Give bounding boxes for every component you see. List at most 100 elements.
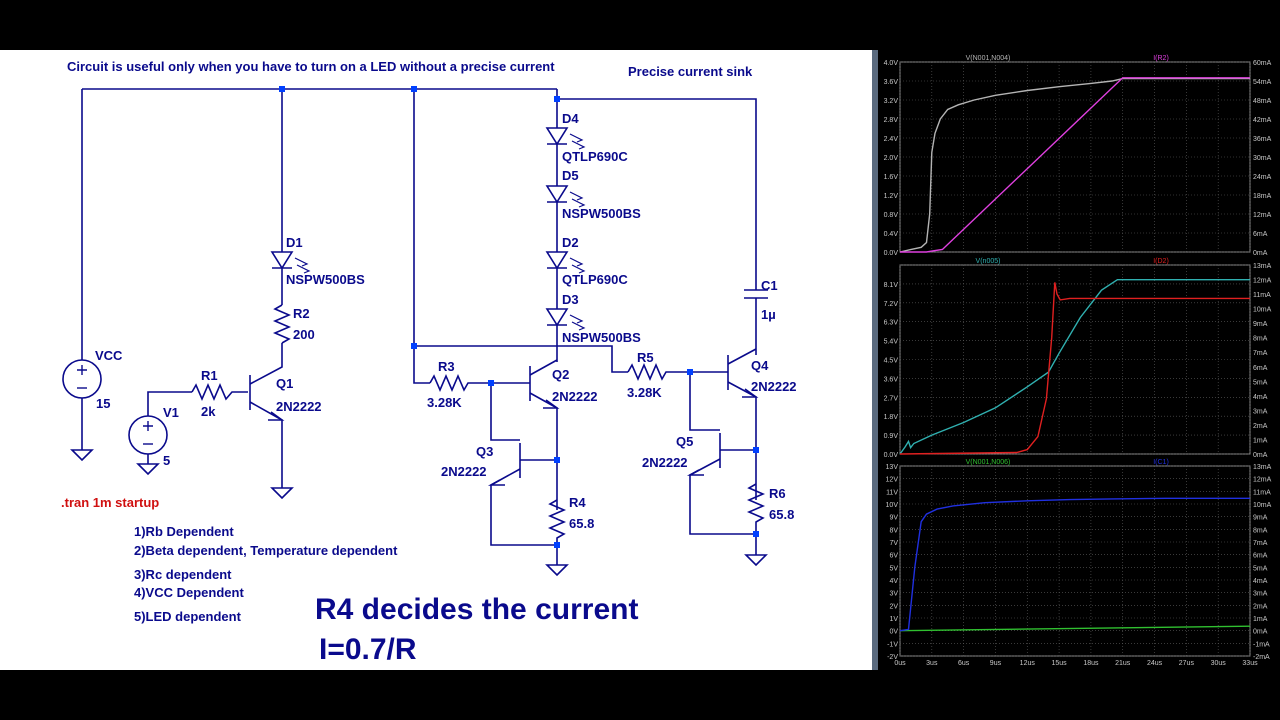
right-tick-label: 5mA <box>1253 565 1268 572</box>
right-tick-label: 9mA <box>1253 321 1268 328</box>
label-q4: Q4 <box>751 358 769 373</box>
left-tick-label: 11V <box>886 489 898 496</box>
left-tick-label: 5.4V <box>884 339 899 346</box>
gnd-q1 <box>270 487 294 500</box>
schematic-title: Circuit is useful only when you have to … <box>67 59 555 74</box>
right-tick-label: 3mA <box>1253 408 1268 415</box>
right-tick-label: -1mA <box>1253 641 1270 648</box>
right-tick-label: 1mA <box>1253 437 1268 444</box>
pane-divider[interactable] <box>872 50 878 670</box>
left-tick-label: 7V <box>889 540 898 547</box>
schematic-subtitle: Precise current sink <box>628 64 753 79</box>
series-line-v-n001-n006- <box>899 625 1251 632</box>
label-q3: Q3 <box>476 444 494 459</box>
value-q4: 2N2222 <box>751 379 797 394</box>
diode-d1 <box>270 251 294 270</box>
left-tick-label: 2.7V <box>884 395 899 402</box>
gnd-r4 <box>545 564 569 577</box>
diode-d4 <box>545 127 569 146</box>
x-tick-label: 3us <box>926 660 938 667</box>
diode-d3 <box>545 308 569 327</box>
value-r2: 200 <box>293 327 315 342</box>
x-tick-label: 27us <box>1179 660 1195 667</box>
resistor-r5 <box>627 362 728 382</box>
note-item-1: 1)Rb Dependent <box>134 524 234 539</box>
junction <box>753 447 759 453</box>
right-tick-label: 4mA <box>1253 578 1268 585</box>
value-q5: 2N2222 <box>642 455 688 470</box>
x-tick-label: 12us <box>1020 660 1036 667</box>
value-d5: NSPW500BS <box>562 206 641 221</box>
left-tick-label: 1.8V <box>884 414 899 421</box>
label-r6: R6 <box>769 486 786 501</box>
left-tick-label: 0.8V <box>884 212 899 219</box>
q5-emitter-arrow <box>686 469 704 476</box>
label-q2: Q2 <box>552 367 570 382</box>
left-tick-label: -1V <box>887 641 898 648</box>
left-tick-label: 0.0V <box>884 250 899 257</box>
value-r3: 3.28K <box>427 395 462 410</box>
legend-left: V(n005) <box>976 258 1001 265</box>
left-tick-label: 10V <box>886 502 899 509</box>
right-tick-label: 2mA <box>1253 423 1268 430</box>
q2-emitter <box>529 392 558 510</box>
left-tick-label: 2V <box>889 603 898 610</box>
value-q3: 2N2222 <box>441 464 487 479</box>
x-tick-label: 30us <box>1211 660 1227 667</box>
right-tick-label: 7mA <box>1253 540 1268 547</box>
x-tick-label: 24us <box>1147 660 1163 667</box>
value-v1: 5 <box>163 453 171 468</box>
left-tick-label: 3.2V <box>884 98 899 105</box>
left-tick-label: 1.2V <box>884 193 899 200</box>
label-r3: R3 <box>438 359 455 374</box>
label-q1: Q1 <box>276 376 294 391</box>
label-r5: R5 <box>637 350 654 365</box>
value-r1: 2k <box>201 404 216 419</box>
junction <box>687 369 693 375</box>
resistor-r3 <box>429 373 530 393</box>
right-tick-label: 18mA <box>1253 193 1272 200</box>
led-arrows-d1 <box>294 257 311 274</box>
junction <box>554 542 560 548</box>
q4-emitter <box>727 381 757 500</box>
junction <box>753 531 759 537</box>
left-tick-label: 6.3V <box>884 320 899 327</box>
right-tick-label: 13mA <box>1253 263 1272 270</box>
q4-emitter-arrow <box>742 388 759 398</box>
value-r4: 65.8 <box>569 516 595 531</box>
value-d1: NSPW500BS <box>286 272 365 287</box>
q2-collector <box>529 359 558 376</box>
left-tick-label: 12V <box>886 477 899 484</box>
legend-left: V(N001,N004) <box>966 55 1011 62</box>
left-tick-label: 0.9V <box>884 433 899 440</box>
label-q5: Q5 <box>676 434 694 449</box>
right-tick-label: 13mA <box>1253 464 1272 471</box>
x-tick-label: 6us <box>958 660 970 667</box>
right-tick-label: 9mA <box>1253 515 1268 522</box>
x-tick-label: 21us <box>1115 660 1131 667</box>
value-d3: NSPW500BS <box>562 330 641 345</box>
value-q2: 2N2222 <box>552 389 598 404</box>
x-tick-label: 9us <box>990 660 1002 667</box>
left-tick-label: 2.4V <box>884 136 899 143</box>
wire-q3-collector <box>490 383 520 441</box>
schematic-canvas[interactable]: Circuit is useful only when you have to … <box>0 50 872 670</box>
left-tick-label: 4V <box>889 578 898 585</box>
right-tick-label: 0mA <box>1253 250 1268 257</box>
resistor-r2 <box>272 304 292 344</box>
resistor-r4 <box>547 499 567 565</box>
q1-collector <box>249 343 283 385</box>
right-tick-label: 3mA <box>1253 591 1268 598</box>
gnd-r6 <box>744 554 768 567</box>
right-tick-label: 0mA <box>1253 629 1268 636</box>
right-tick-label: 8mA <box>1253 527 1268 534</box>
note-item-5: 5)LED dependent <box>134 609 241 624</box>
wire-center-vertical <box>413 89 430 384</box>
series-line-i-r2- <box>900 77 1250 253</box>
value-c1: 1µ <box>761 307 776 322</box>
label-d4: D4 <box>562 111 579 126</box>
q1-emitter-arrow <box>268 411 285 421</box>
label-r4: R4 <box>569 495 586 510</box>
x-tick-label: 18us <box>1083 660 1099 667</box>
